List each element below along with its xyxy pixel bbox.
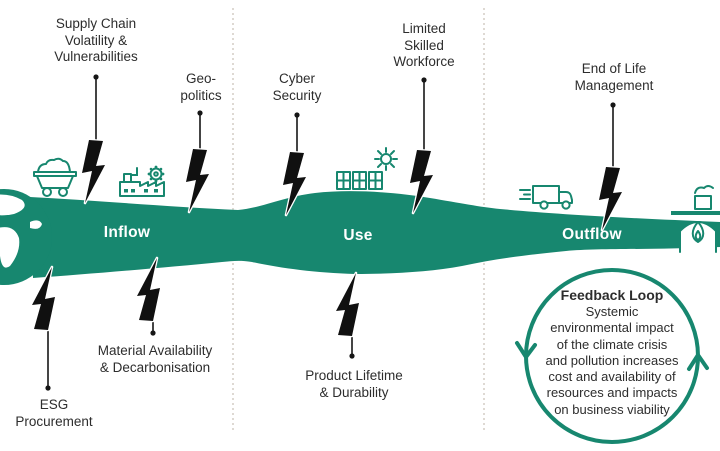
risk-connector-skilled-workforce <box>408 77 435 215</box>
risk-label-skilled-workforce: Limited Skilled Workforce <box>393 21 455 69</box>
factory-icon <box>119 165 165 197</box>
mine-cart-icon <box>33 157 77 197</box>
risk-connector-material-availability <box>135 256 162 336</box>
flow-band <box>30 191 720 278</box>
incineration-icon <box>671 185 720 253</box>
risk-connector-geopolitics <box>184 110 211 214</box>
risk-label-esg: ESG Procurement <box>15 397 93 429</box>
risk-label-material-availability: Material Availability & Decarbonisation <box>97 343 213 375</box>
arrow-up-icon <box>687 353 709 371</box>
stage-label-outflow: Outflow <box>562 226 622 243</box>
arrow-down-icon <box>515 341 537 359</box>
risk-label-supply-chain: Supply Chain Volatility & Vulnerabilitie… <box>54 16 138 64</box>
sun-icon <box>374 147 398 171</box>
delivery-truck-icon <box>519 185 573 210</box>
risk-label-geopolitics: Geo- politics <box>180 71 222 103</box>
feedback-loop-text: Feedback Loop Systemic environmental imp… <box>524 287 700 418</box>
risk-label-end-of-life: End of Life Management <box>574 61 654 93</box>
lightning-bolt-icon <box>184 147 211 214</box>
risk-connector-end-of-life <box>597 102 624 232</box>
feedback-loop-title: Feedback Loop <box>560 287 664 303</box>
risk-label-product-lifetime: Product Lifetime & Durability <box>305 368 403 400</box>
feedback-loop-description: Systemic environmental impact of the cli… <box>545 304 679 417</box>
risk-label-cyber-security: Cyber Security <box>272 71 322 103</box>
stage-label-use: Use <box>343 227 373 244</box>
risk-connector-product-lifetime <box>334 271 361 359</box>
feedback-loop-circle <box>515 268 709 444</box>
risk-connector-esg <box>30 265 57 391</box>
risk-connector-cyber-security <box>281 112 308 217</box>
stage-label-inflow: Inflow <box>103 224 151 241</box>
solar-panel-icon <box>336 147 398 190</box>
globe-icon <box>0 189 52 285</box>
lightning-bolt-icon <box>334 271 361 338</box>
risk-connector-supply-chain <box>80 74 107 205</box>
lightning-bolt-icon <box>80 138 107 205</box>
